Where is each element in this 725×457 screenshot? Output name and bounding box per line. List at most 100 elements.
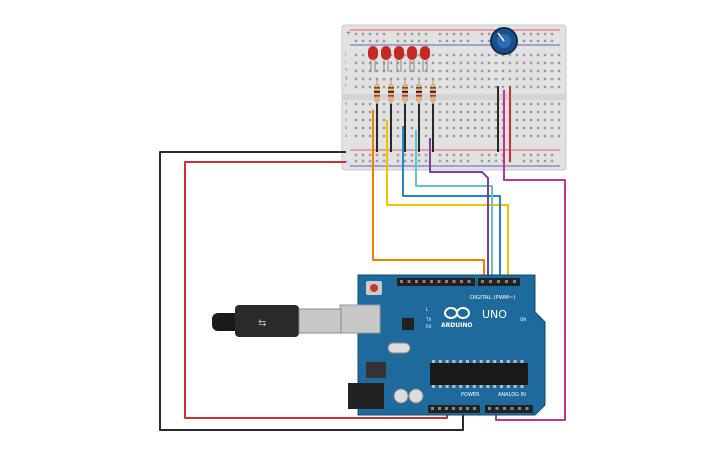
resistor[interactable] xyxy=(374,78,380,108)
rail-hole xyxy=(494,153,498,157)
breadboard-hole xyxy=(424,134,428,138)
breadboard-hole xyxy=(550,61,554,65)
wire-orange xyxy=(372,110,485,283)
breadboard-hole xyxy=(487,69,491,73)
led[interactable] xyxy=(420,46,430,72)
breadboard-hole xyxy=(361,110,365,114)
rail-hole xyxy=(445,39,449,43)
breadboard-hole xyxy=(522,61,526,65)
breadboard-hole xyxy=(466,69,470,73)
breadboard-hole xyxy=(424,126,428,130)
led[interactable] xyxy=(368,46,378,72)
power-jack xyxy=(348,383,384,409)
breadboard-hole xyxy=(452,134,456,138)
breadboard-hole xyxy=(466,85,470,89)
rail-hole xyxy=(452,153,456,157)
breadboard-hole xyxy=(473,134,477,138)
breadboard-hole xyxy=(466,53,470,57)
on-label: ON xyxy=(520,317,526,322)
breadboard-hole xyxy=(494,53,498,57)
digital-header-label: DIGITAL (PWM~) xyxy=(470,295,516,301)
rail-hole xyxy=(487,159,491,163)
wire-magenta-analog xyxy=(495,90,566,421)
rx-label: RX xyxy=(426,324,432,329)
breadboard-hole xyxy=(396,69,400,73)
breadboard-hole xyxy=(431,69,435,73)
wire-cyan xyxy=(415,130,493,283)
rail-hole xyxy=(459,32,463,36)
header-pin xyxy=(505,280,508,283)
led[interactable] xyxy=(394,46,404,72)
potentiometer[interactable] xyxy=(490,27,518,55)
breadboard-hole xyxy=(480,118,484,122)
breadboard-hole xyxy=(543,102,547,106)
rail-hole xyxy=(480,159,484,163)
rail-hole xyxy=(550,153,554,157)
rail-hole xyxy=(382,153,386,157)
breadboard-hole xyxy=(550,77,554,81)
breadboard-hole xyxy=(452,77,456,81)
breadboard-hole xyxy=(361,126,365,130)
breadboard-hole xyxy=(452,102,456,106)
breadboard-hole xyxy=(480,134,484,138)
header-pin xyxy=(467,280,471,283)
header-pin xyxy=(459,407,462,410)
usb-plug-metal xyxy=(298,308,342,334)
header-pin xyxy=(431,407,434,410)
rail-hole xyxy=(536,32,540,36)
logo-loop-right xyxy=(456,307,470,319)
breadboard-hole xyxy=(522,85,526,89)
rail-hole xyxy=(445,32,449,36)
resistor[interactable] xyxy=(430,78,436,108)
rail-hole xyxy=(410,153,414,157)
breadboard-hole xyxy=(494,110,498,114)
led[interactable] xyxy=(407,46,417,72)
breadboard-hole xyxy=(494,77,498,81)
breadboard-hole xyxy=(480,110,484,114)
header-pin xyxy=(430,280,433,283)
chip-pin xyxy=(513,385,517,388)
chip-pin xyxy=(513,360,517,363)
breadboard-hole xyxy=(543,69,547,73)
breadboard-hole xyxy=(389,61,393,65)
rail-hole xyxy=(361,153,365,157)
breadboard-hole xyxy=(543,110,547,114)
reset-button[interactable] xyxy=(370,284,378,292)
resistor-band xyxy=(430,87,436,89)
breadboard-hole xyxy=(368,69,372,73)
breadboard-hole xyxy=(494,69,498,73)
rail-hole xyxy=(410,39,414,43)
breadboard-hole xyxy=(515,61,519,65)
header-pin xyxy=(415,280,418,283)
breadboard-hole xyxy=(354,69,358,73)
resistor-band xyxy=(416,91,422,93)
breadboard-hole xyxy=(389,69,393,73)
resistor-band xyxy=(374,87,380,89)
breadboard-hole xyxy=(445,126,449,130)
rail-hole xyxy=(410,159,414,163)
atmega-chip xyxy=(430,363,528,385)
breadboard-hole xyxy=(452,110,456,114)
rail-hole xyxy=(452,32,456,36)
chip-pin xyxy=(445,360,449,363)
breadboard-hole xyxy=(410,118,414,122)
tx-label: TX xyxy=(425,317,431,322)
resistor[interactable] xyxy=(388,78,394,108)
breadboard-hole xyxy=(361,53,365,57)
breadboard-hole xyxy=(487,77,491,81)
header-pin xyxy=(422,280,426,283)
breadboard-hole xyxy=(515,134,519,138)
led[interactable] xyxy=(381,46,391,72)
breadboard-hole xyxy=(410,77,414,81)
rail-hole xyxy=(466,32,470,36)
breadboard-hole xyxy=(522,134,526,138)
breadboard-hole xyxy=(522,102,526,106)
header-pin xyxy=(495,407,499,410)
resistor[interactable] xyxy=(402,78,408,108)
breadboard-hole xyxy=(536,110,540,114)
breadboard-hole xyxy=(361,77,365,81)
chip-pin xyxy=(438,360,442,363)
resistor-band xyxy=(388,91,394,93)
resistor[interactable] xyxy=(416,78,422,108)
breadboard-hole xyxy=(452,53,456,57)
